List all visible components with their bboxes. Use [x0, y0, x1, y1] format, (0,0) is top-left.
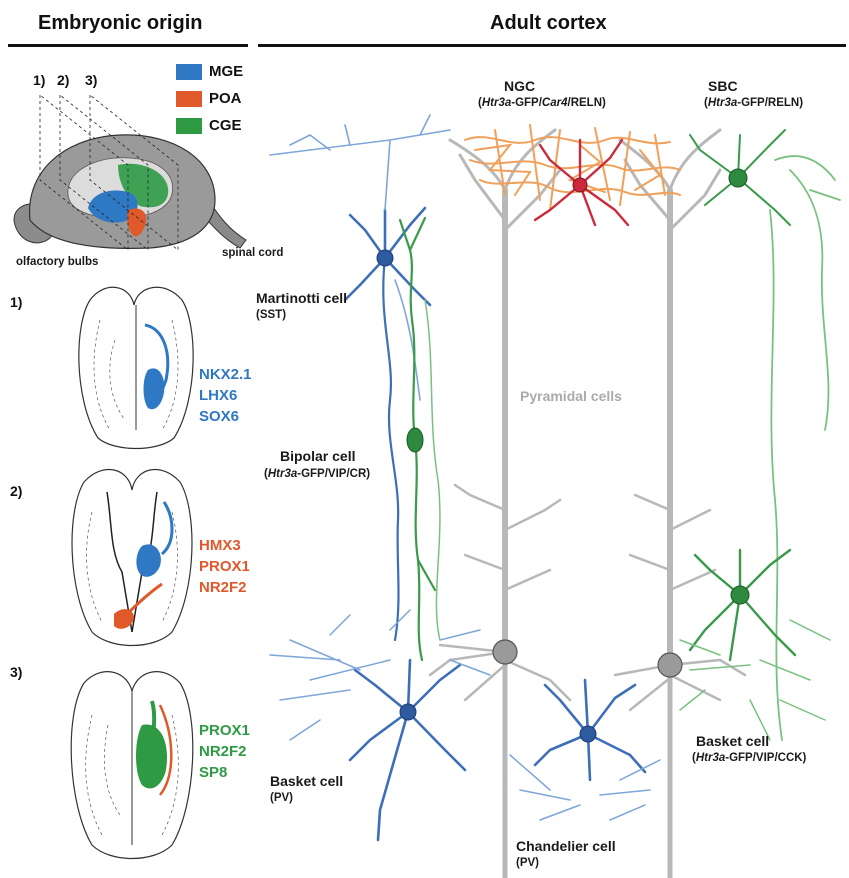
section-2-gene-3: NR2F2	[199, 577, 250, 598]
basket-pv-axon	[270, 610, 490, 740]
sbc-axon	[770, 156, 840, 740]
olfactory-bulbs-label: olfactory bulbs	[16, 256, 98, 268]
martinotti-axon-top	[270, 115, 450, 400]
right-header: Adult cortex	[490, 12, 607, 35]
basket-cck-markers: (Htr3a-GFP/VIP/CCK)	[692, 752, 806, 764]
pyramidal-label: Pyramidal cells	[520, 388, 622, 404]
left-header: Embryonic origin	[38, 12, 202, 35]
ngc-label: NGC	[504, 78, 535, 94]
ngc-soma	[573, 178, 587, 192]
section-1-number: 1)	[10, 294, 22, 310]
ngc-markers: (Htr3a-GFP/Car4/RELN)	[478, 97, 606, 109]
sbc-markers: (Htr3a-GFP/RELN)	[704, 97, 803, 109]
section-2-drawing	[62, 462, 202, 652]
basket-pv-label: Basket cell	[270, 773, 343, 789]
ngc-cell	[465, 125, 680, 210]
chandelier-soma	[580, 726, 596, 742]
pyramidal-cell-right-soma	[658, 653, 682, 677]
bipolar-axon	[425, 300, 440, 640]
section-1-gene-2: LHX6	[199, 385, 252, 406]
section-3-gene-1: PROX1	[199, 720, 250, 741]
section-2-number: 2)	[10, 483, 22, 499]
section-1-gene-1: NKX2.1	[199, 364, 252, 385]
pyramidal-cell-left	[430, 130, 570, 878]
section-3-gene-3: SP8	[199, 762, 250, 783]
section-2-gene-2: PROX1	[199, 556, 250, 577]
bipolar-markers: (Htr3a-GFP/VIP/CR)	[264, 468, 370, 480]
plane-1-label: 1)	[33, 72, 45, 88]
basket-cck-soma	[731, 586, 749, 604]
chandelier-label: Chandelier cell	[516, 838, 616, 854]
pyramidal-cell-left-soma	[493, 640, 517, 664]
basket-cck-axon	[680, 620, 830, 740]
basket-pv-soma	[400, 704, 416, 720]
sbc-label: SBC	[708, 78, 738, 94]
section-1-genes: NKX2.1 LHX6 SOX6	[199, 364, 252, 427]
bipolar-soma	[407, 428, 423, 452]
plane-2-label: 2)	[57, 72, 69, 88]
martinotti-cell	[345, 208, 430, 640]
section-3-gene-2: NR2F2	[199, 741, 250, 762]
plane-3-label: 3)	[85, 72, 97, 88]
section-2-genes: HMX3 PROX1 NR2F2	[199, 535, 250, 598]
section-1-gene-3: SOX6	[199, 406, 252, 427]
embryonic-brain-illustration	[0, 60, 260, 270]
martinotti-markers: (SST)	[256, 309, 286, 321]
basket-pv-cell	[350, 660, 465, 840]
chandelier-markers: (PV)	[516, 857, 539, 869]
sbc-soma	[729, 169, 747, 187]
section-3-drawing	[60, 665, 205, 865]
basket-cck-label: Basket cell	[696, 733, 769, 749]
left-header-rule	[8, 44, 248, 47]
right-header-rule	[258, 44, 846, 47]
section-1-drawing	[70, 280, 202, 455]
pyramidal-cell-right	[615, 130, 745, 878]
martinotti-soma	[377, 250, 393, 266]
section-2-gene-1: HMX3	[199, 535, 250, 556]
section-3-genes: PROX1 NR2F2 SP8	[199, 720, 250, 783]
bipolar-label: Bipolar cell	[280, 448, 355, 464]
martinotti-label: Martinotti cell	[256, 290, 347, 306]
section-3-number: 3)	[10, 664, 22, 680]
basket-cck-cell	[690, 550, 795, 660]
basket-pv-markers: (PV)	[270, 792, 293, 804]
